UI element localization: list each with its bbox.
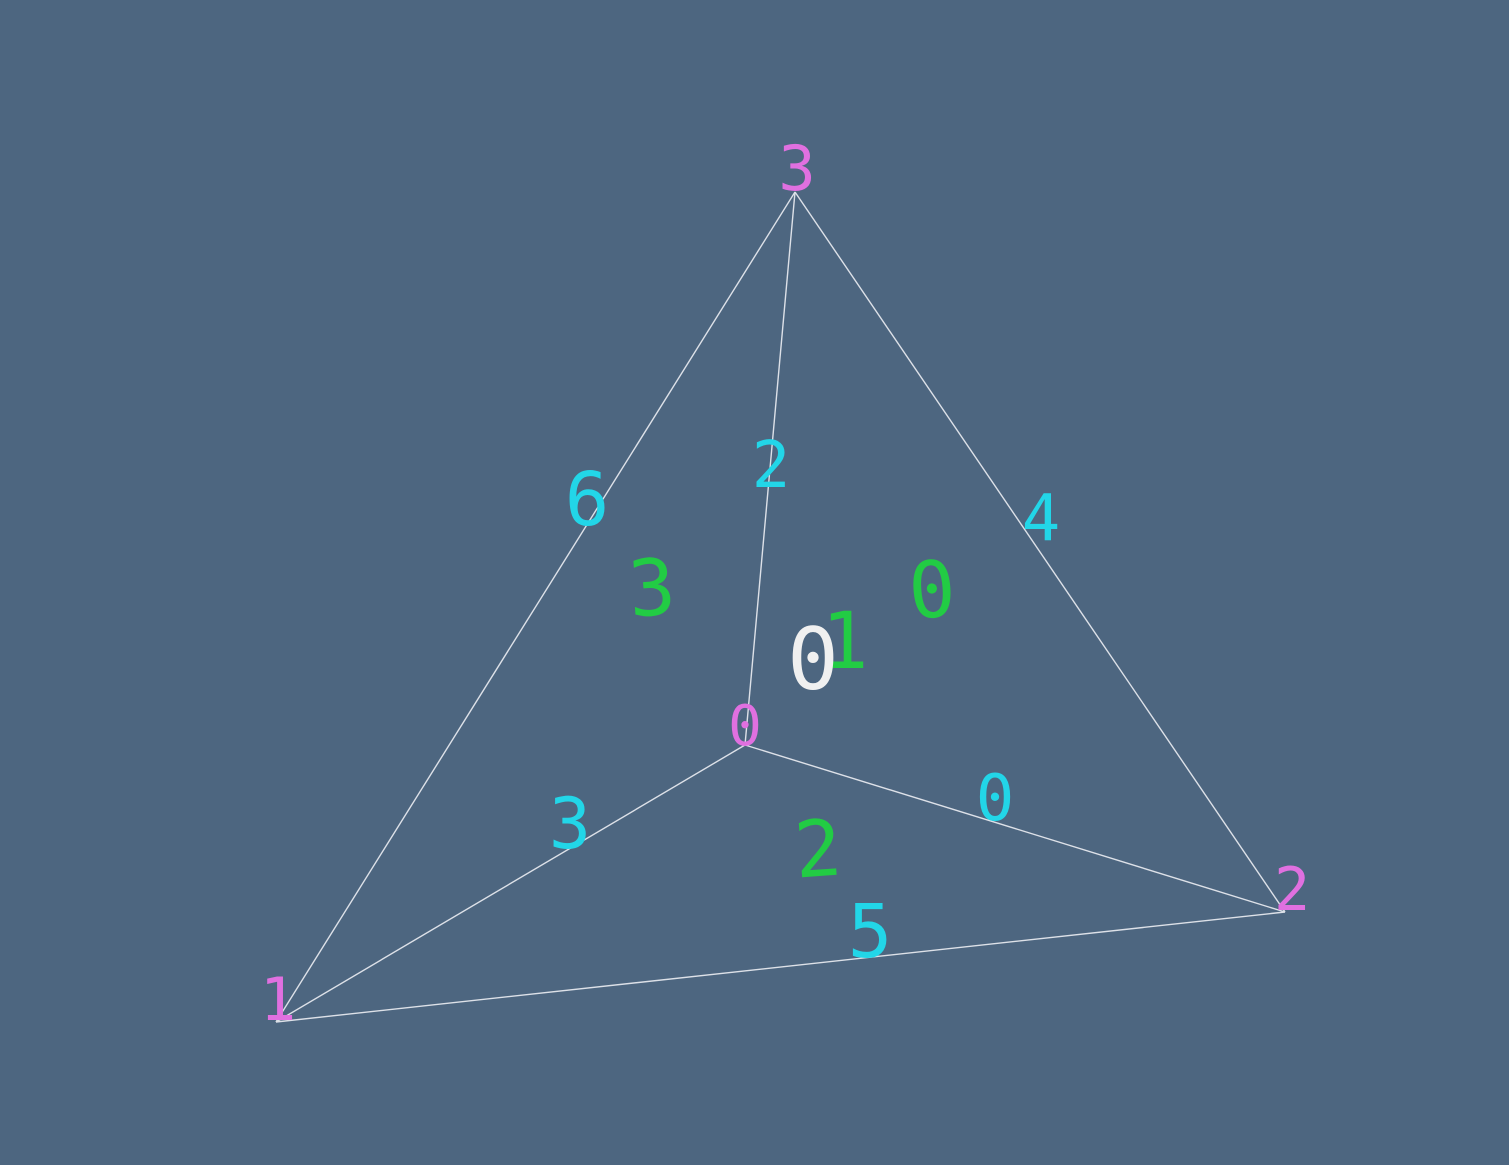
cell-label-0: 0: [787, 610, 839, 710]
edge-line-1-2: [275, 911, 1286, 1023]
edge-label-6: 6: [565, 457, 610, 543]
vertex-label-2: 2: [1274, 855, 1310, 925]
edge-line-3-2: [794, 191, 1286, 913]
edge-line-0-1: [275, 744, 746, 1023]
edge-label-4: 4: [1022, 482, 1061, 556]
edge-line-3-0: [744, 191, 796, 746]
face-labels: 3 0 1 2: [625, 542, 958, 896]
vertex-label-3: 3: [778, 132, 815, 205]
edge-label-2: 2: [752, 429, 791, 503]
vertex-labels: 3 0 2 1: [260, 132, 1310, 1035]
face-label-3: 3: [625, 542, 678, 635]
edge-labels: 2 4 6 3 0 5: [549, 429, 1060, 975]
face-label-1: 1: [822, 597, 869, 687]
vertex-label-1: 1: [260, 965, 296, 1035]
mesh-edges: [275, 191, 1286, 1023]
edge-line-3-1: [275, 191, 796, 1023]
vertex-label-0: 0: [728, 694, 762, 759]
edge-label-5: 5: [848, 889, 893, 975]
edge-label-0: 0: [976, 762, 1015, 836]
face-label-0: 0: [906, 544, 959, 637]
cell-labels: 0: [787, 610, 839, 710]
face-label-2: 2: [791, 803, 844, 896]
edge-label-3: 3: [549, 783, 591, 865]
edge-line-0-2: [744, 744, 1286, 913]
